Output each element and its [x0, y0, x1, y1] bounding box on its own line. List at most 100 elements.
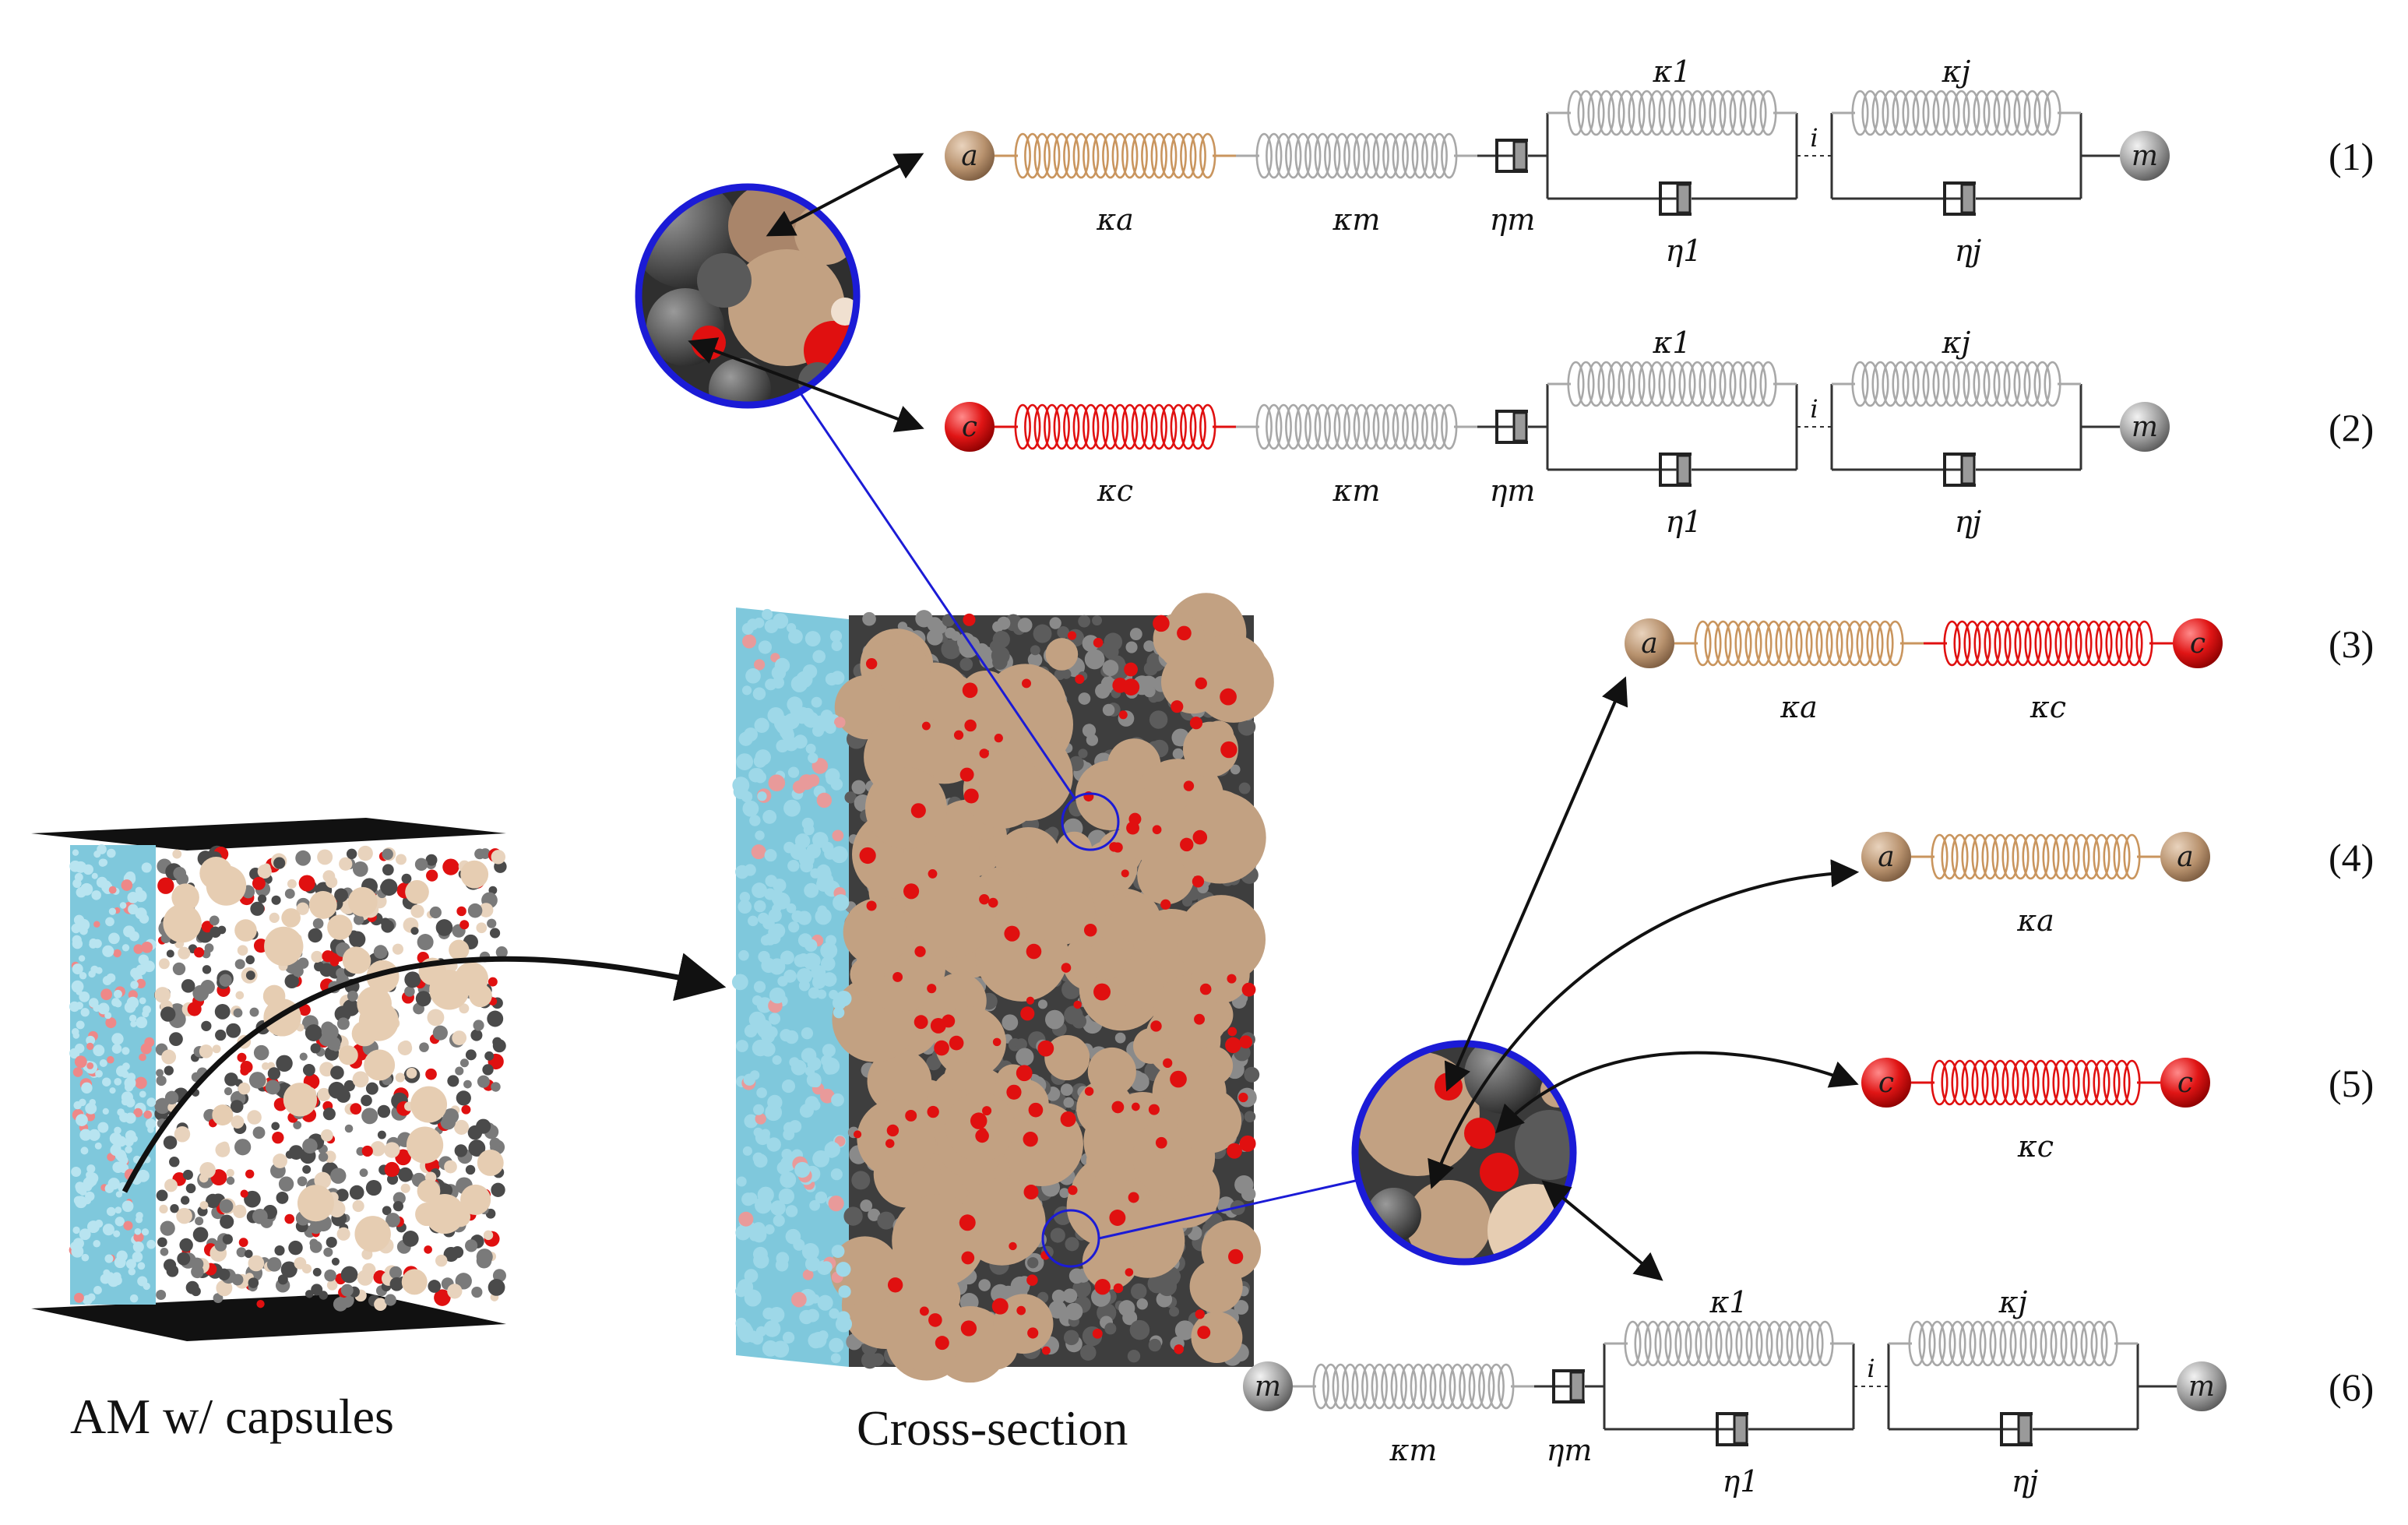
model-6-spring-label-0: κm [1389, 1433, 1438, 1467]
kelvin-eta-label-j: ηj [1955, 234, 1982, 268]
model-5-spring-0 [1911, 1059, 2160, 1106]
model-6-spring-0 [1293, 1363, 1534, 1410]
zoom-link-top [799, 393, 1076, 799]
model-6-dashpot [1534, 1369, 1585, 1403]
cross-section-specimen [731, 593, 1274, 1383]
caption-cross-section: Cross-section [857, 1400, 1128, 1456]
contact-model-4: a κa a (4) [1861, 832, 2374, 938]
kelvin-spring-1 [1604, 1320, 1854, 1367]
model-4-right-node-letter: a [2177, 841, 2193, 873]
model-2-spring-label-1: κm [1332, 474, 1381, 508]
model-1-right-node: m [2120, 131, 2170, 181]
kelvin-spring-j [1832, 361, 2081, 407]
model-1-spring-0 [995, 132, 1236, 179]
selection-circle-top [1061, 792, 1120, 851]
zoom-arrows [688, 153, 1860, 1281]
zoom-circle-bottom [1351, 1040, 1577, 1266]
model-6-number: (6) [2329, 1365, 2374, 1409]
am-specimen [31, 818, 508, 1341]
contact-models: a κa κm ηm κ1 η1 i κj ηj m (1) c κc κm ηm κ1 η1 i κj ηj m (2)… [945, 55, 2374, 1499]
model-6-right-node-letter: m [2188, 1371, 2215, 1403]
model-1-left-node-letter: a [961, 140, 977, 172]
kelvin-dashpot-1 [1641, 181, 1692, 216]
model-3-left-node-letter: a [1641, 628, 1657, 660]
model-3-left-node: a [1625, 618, 1674, 668]
kelvin-dashpot-1 [1641, 453, 1692, 487]
model-4-right-node: a [2160, 832, 2210, 882]
model-1-dashpot [1477, 139, 1528, 173]
model-5-spring-label-0: κc [2017, 1129, 2054, 1164]
section-arrow [121, 953, 727, 1193]
model-3-right-node-letter: c [2190, 628, 2206, 660]
model-3-spring-label-0: κa [1780, 690, 1818, 724]
kelvin-eta-label-1: η1 [1666, 505, 1702, 539]
model-3-right-node: c [2173, 618, 2223, 668]
model-2-right-node-letter: m [2132, 411, 2158, 443]
kelvin-dashpot-j [1925, 181, 1976, 216]
model-3-spring-1 [1924, 620, 2173, 667]
top-plate [31, 818, 506, 851]
kelvin-i-label: i [1867, 1354, 1875, 1383]
model-6-dashpot-label: ηm [1547, 1433, 1593, 1467]
model-2-number: (2) [2329, 406, 2374, 449]
kelvin-dashpot-j [1982, 1412, 2033, 1446]
model-4-left-node: a [1861, 832, 1911, 882]
model-2-dashpot [1477, 410, 1528, 444]
model-4-spring-label-0: κa [2016, 903, 2054, 938]
kelvin-dashpot-1 [1698, 1412, 1748, 1446]
model-2-right-node: m [2120, 402, 2170, 452]
model-2-spring-0 [995, 403, 1236, 450]
kelvin-k-label-1: κ1 [1709, 1285, 1748, 1319]
zoom-circle-top [635, 183, 861, 409]
model-5-left-node: c [1861, 1058, 1911, 1108]
kelvin-eta-label-j: ηj [2012, 1464, 2039, 1499]
model-4-left-node-letter: a [1878, 841, 1894, 873]
model-1-spring-1 [1236, 132, 1477, 179]
kelvin-k-label-1: κ1 [1652, 55, 1691, 89]
model-6-left-node-letter: m [1255, 1371, 1281, 1403]
kelvin-i-label: i [1810, 394, 1818, 424]
kelvin-k-label-j: κj [1942, 55, 1971, 89]
kelvin-k-label-1: κ1 [1652, 326, 1691, 360]
contact-model-3: a κa κc c (3) [1625, 618, 2374, 724]
contact-model-1: a κa κm ηm κ1 η1 i κj ηj m (1) [945, 55, 2374, 268]
model-6-right-node: m [2177, 1361, 2227, 1411]
model-5-right-node-letter: c [2177, 1067, 2193, 1099]
model-1-number: (1) [2329, 135, 2374, 178]
model-6-left-node: m [1243, 1361, 1293, 1411]
kelvin-spring-j [1832, 90, 2081, 136]
zoom-link-bottom [1098, 1178, 1360, 1240]
kelvin-eta-label-1: η1 [1723, 1464, 1759, 1499]
model-5-left-node-letter: c [1878, 1067, 1894, 1099]
model-1-burgers: κ1 η1 i κj ηj [1528, 55, 2082, 268]
model-1-spring-label-1: κm [1332, 203, 1381, 237]
model-1-spring-label-0: κa [1096, 203, 1134, 237]
kelvin-i-label: i [1810, 123, 1818, 153]
model-2-left-node: c [945, 402, 995, 452]
model-1-right-node-letter: m [2132, 140, 2158, 172]
model-4-number: (4) [2329, 836, 2374, 879]
model-2-spring-label-0: κc [1097, 474, 1133, 508]
model-2-spring-1 [1236, 403, 1477, 450]
kelvin-spring-j [1889, 1320, 2138, 1367]
model-5-number: (5) [2329, 1062, 2374, 1105]
model-1-left-node: a [945, 131, 995, 181]
model-4-spring-0 [1911, 833, 2160, 880]
kelvin-spring-1 [1547, 90, 1797, 136]
model-3-spring-0 [1674, 620, 1924, 667]
model-3-spring-label-1: κc [2030, 690, 2066, 724]
model-3-number: (3) [2329, 622, 2374, 666]
kelvin-spring-1 [1547, 361, 1797, 407]
kelvin-eta-label-1: η1 [1666, 234, 1702, 268]
caption-am-capsules: AM w/ capsules [70, 1389, 394, 1444]
model-2-left-node-letter: c [962, 411, 977, 443]
kelvin-k-label-j: κj [1942, 326, 1971, 360]
model-5-right-node: c [2160, 1058, 2210, 1108]
model-1-dashpot-label: ηm [1490, 203, 1536, 237]
model-2-dashpot-label: ηm [1490, 474, 1536, 508]
kelvin-dashpot-j [1925, 453, 1976, 487]
